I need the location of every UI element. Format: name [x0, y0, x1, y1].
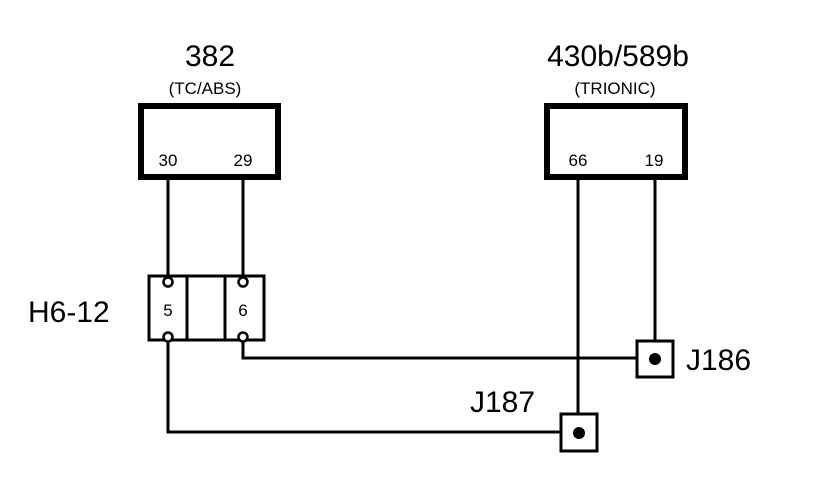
module-430b589b-subtitle: (TRIONIC)	[574, 79, 655, 98]
module-430b589b-title: 430b/589b	[547, 40, 689, 73]
terminal-dot	[162, 276, 174, 288]
wires	[166, 180, 657, 434]
module-382-title: 382	[185, 40, 235, 73]
module-382-subtitle: (TC/ABS)	[169, 79, 242, 98]
connector-h6-12-label: H6-12	[28, 296, 110, 329]
junction-j187: J187	[470, 386, 599, 453]
junction-j186-dot	[649, 353, 661, 365]
connector-pin-5: 5	[163, 301, 172, 320]
junction-j187-dot	[573, 427, 585, 439]
module-382-pin-30: 30	[159, 151, 178, 170]
module-382-pin-29: 29	[234, 151, 253, 170]
module-430b589b-pin-19: 19	[645, 151, 664, 170]
terminal-dot	[237, 331, 249, 343]
wire-6-to-j186	[241, 338, 640, 360]
junction-j187-label: J187	[470, 386, 535, 419]
junction-j186-label: J186	[686, 344, 751, 377]
module-382-box	[138, 103, 281, 180]
wire-5-to-j187	[166, 338, 565, 434]
connector-pin-6: 6	[238, 301, 247, 320]
module-430b589b: 430b/589b (TRIONIC) 66 19	[544, 40, 689, 180]
terminal-dot	[162, 331, 174, 343]
connector-terminals	[162, 276, 249, 343]
connector-h6-12: H6-12 5 6	[28, 274, 266, 342]
terminal-dot	[237, 276, 249, 288]
module-382: 382 (TC/ABS) 30 29	[138, 40, 281, 180]
junction-j186: J186	[635, 339, 751, 379]
module-430b589b-box	[544, 103, 688, 180]
module-430b589b-pin-66: 66	[569, 151, 588, 170]
